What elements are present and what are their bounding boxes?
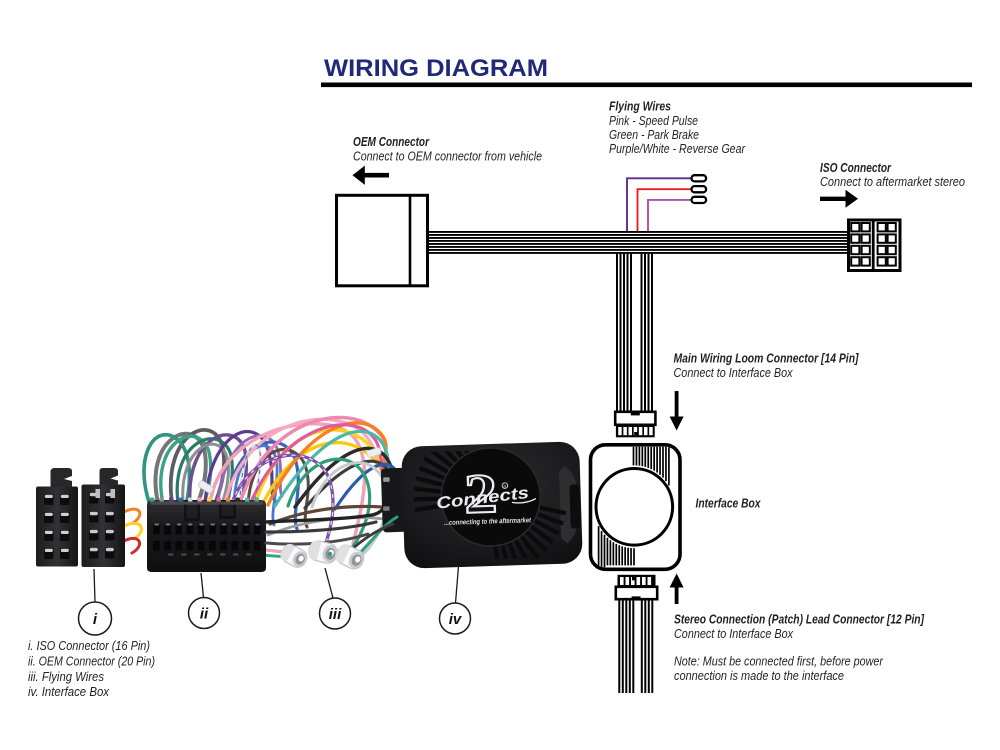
svg-text:iv: iv xyxy=(449,611,463,628)
svg-text:OEM Connector: OEM Connector xyxy=(353,135,430,149)
svg-text:Green - Park Brake: Green - Park Brake xyxy=(609,128,699,142)
svg-text:iv. Interface Box: iv. Interface Box xyxy=(28,684,109,699)
svg-text:Connect to Interface Box: Connect to Interface Box xyxy=(674,366,794,380)
svg-text:Connect to Interface Box: Connect to Interface Box xyxy=(674,627,794,641)
svg-text:ISO Connector: ISO Connector xyxy=(820,161,892,175)
svg-text:2: 2 xyxy=(463,462,498,525)
svg-text:...connecting to the aftermark: ...connecting to the aftermarket xyxy=(444,517,532,527)
svg-text:Stereo Connection (Patch) Lead: Stereo Connection (Patch) Lead Connector… xyxy=(674,613,925,627)
svg-text:Interface Box: Interface Box xyxy=(696,497,762,511)
svg-text:iii: iii xyxy=(329,606,342,623)
svg-text:ii: ii xyxy=(200,605,209,622)
svg-text:Pink - Speed Pulse: Pink - Speed Pulse xyxy=(609,114,698,128)
svg-text:ii. OEM Connector (20 Pin): ii. OEM Connector (20 Pin) xyxy=(28,653,155,668)
svg-text:WIRING DIAGRAM: WIRING DIAGRAM xyxy=(324,55,548,82)
svg-text:Main Wiring Loom Connector [14: Main Wiring Loom Connector [14 Pin] xyxy=(674,352,860,366)
svg-text:Connect to OEM connector from: Connect to OEM connector from vehicle xyxy=(353,150,542,164)
svg-text:Flying Wires: Flying Wires xyxy=(609,100,671,114)
svg-text:Note: Must be connected first,: Note: Must be connected first, before po… xyxy=(674,655,884,669)
svg-text:R: R xyxy=(503,484,506,489)
svg-text:connection is made to the inte: connection is made to the interface xyxy=(674,669,844,683)
svg-text:Connect to aftermarket stereo: Connect to aftermarket stereo xyxy=(820,175,965,189)
svg-text:iii. Flying Wires: iii. Flying Wires xyxy=(28,669,104,684)
svg-text:i. ISO Connector (16 Pin): i. ISO Connector (16 Pin) xyxy=(28,638,150,653)
svg-text:Purple/White - Reverse Gear: Purple/White - Reverse Gear xyxy=(609,142,746,156)
svg-text:i: i xyxy=(93,611,98,628)
